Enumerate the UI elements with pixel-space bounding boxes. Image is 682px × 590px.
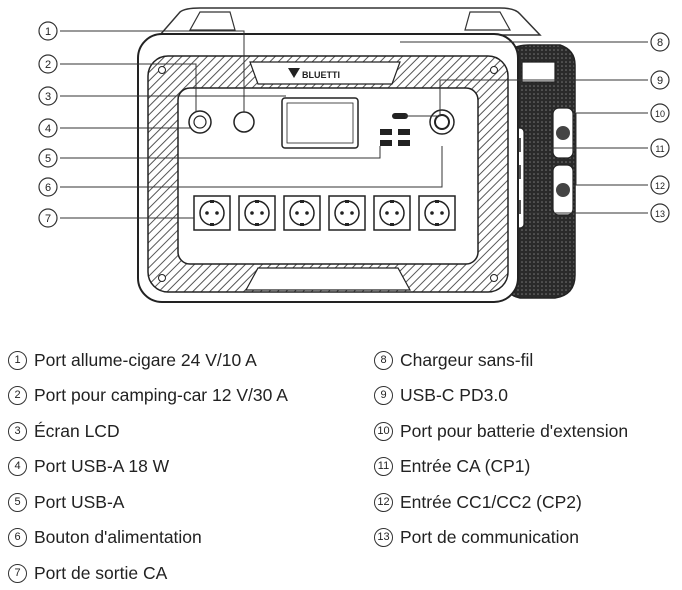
legend-label: Port allume-cigare 24 V/10 A: [34, 350, 257, 370]
legend-label: Entrée CC1/CC2 (CP2): [400, 492, 582, 512]
top-handle: [158, 7, 542, 36]
usb-c-port: [392, 113, 408, 119]
legend-label: Port USB-A 18 W: [34, 456, 170, 476]
callout-number: 10: [655, 109, 665, 119]
legend-item-1: 1 Port allume-cigare 24 V/10 A: [8, 350, 257, 371]
callout-12: 12: [650, 175, 670, 195]
legend-number: 12: [374, 493, 393, 512]
legend-number: 6: [8, 528, 27, 547]
callout-number: 7: [45, 213, 51, 225]
power-button: [429, 109, 455, 135]
callout-number: 6: [45, 182, 51, 194]
legend-number: 9: [374, 386, 393, 405]
ac-outlet: [373, 195, 411, 231]
callout-7: 7: [38, 208, 58, 228]
ac-outlet: [328, 195, 366, 231]
ac-outlet: [238, 195, 276, 231]
legend-label: Chargeur sans-fil: [400, 350, 534, 370]
callout-1: 1: [38, 21, 58, 41]
callout-2: 2: [38, 54, 58, 74]
callout-6: 6: [38, 177, 58, 197]
callout-number: 8: [657, 37, 663, 49]
legend-item-6: 6 Bouton d'alimentation: [8, 527, 202, 548]
rv-port: [233, 111, 255, 133]
cigarette-port: [188, 110, 212, 134]
legend-number: 13: [374, 528, 393, 547]
legend-label: Bouton d'alimentation: [34, 527, 202, 547]
legend-label: Port USB-A: [34, 492, 125, 512]
legend-label: Écran LCD: [34, 421, 120, 441]
legend-label: USB-C PD3.0: [400, 385, 508, 405]
leader-lines: [60, 30, 648, 219]
callout-number: 1: [45, 26, 51, 38]
brand-text: BLUETTI: [302, 70, 340, 80]
legend-label: Port de communication: [400, 527, 579, 547]
legend-item-5: 5 Port USB-A: [8, 492, 124, 513]
brand-logo: BLUETTI: [288, 68, 340, 80]
callout-3: 3: [38, 86, 58, 106]
legend-item-13: 13 Port de communication: [374, 527, 579, 548]
callout-10: 10: [650, 103, 670, 123]
power-station-diagram: BLUETTI 1: [38, 7, 670, 303]
legend: 1 Port allume-cigare 24 V/10 A 2 Port po…: [0, 340, 682, 590]
ac-outlet: [283, 195, 321, 231]
legend-number: 3: [8, 422, 27, 441]
legend-label: Port pour batterie d'extension: [400, 421, 629, 441]
legend-item-11: 11 Entrée CA (CP1): [374, 456, 530, 477]
legend-item-7: 7 Port de sortie CA: [8, 563, 167, 584]
legend-number: 2: [8, 386, 27, 405]
legend-item-8: 8 Chargeur sans-fil: [374, 350, 533, 371]
usb-a-ports: [380, 129, 410, 146]
callout-number: 5: [45, 153, 51, 165]
callout-number: 13: [655, 209, 665, 219]
callout-number: 3: [45, 91, 51, 103]
legend-item-4: 4 Port USB-A 18 W: [8, 456, 169, 477]
legend-number: 7: [8, 564, 27, 583]
callout-11: 11: [650, 138, 670, 158]
callout-number: 4: [45, 123, 51, 135]
lcd-screen: [281, 97, 359, 149]
legend-item-2: 2 Port pour camping-car 12 V/30 A: [8, 385, 288, 406]
callout-number: 12: [655, 181, 665, 191]
ac-outlet: [193, 195, 231, 231]
legend-label: Port pour camping-car 12 V/30 A: [34, 385, 288, 405]
callout-9: 9: [650, 70, 670, 90]
legend-item-3: 3 Écran LCD: [8, 421, 120, 442]
callout-8: 8: [650, 32, 670, 52]
legend-item-10: 10 Port pour batterie d'extension: [374, 421, 628, 442]
ac-outlets: [193, 195, 456, 231]
callout-4: 4: [38, 118, 58, 138]
legend-number: 4: [8, 457, 27, 476]
legend-label: Entrée CA (CP1): [400, 456, 531, 476]
callout-number: 11: [655, 144, 664, 154]
legend-number: 1: [8, 351, 27, 370]
legend-number: 10: [374, 422, 393, 441]
callout-number: 9: [657, 75, 663, 87]
legend-item-9: 9 USB-C PD3.0: [374, 385, 508, 406]
legend-label: Port de sortie CA: [34, 563, 168, 583]
callout-13: 13: [650, 203, 670, 223]
legend-number: 8: [374, 351, 393, 370]
callout-5: 5: [38, 148, 58, 168]
ac-outlet: [418, 195, 456, 231]
callout-number: 2: [45, 59, 51, 71]
legend-number: 11: [374, 457, 393, 476]
legend-item-12: 12 Entrée CC1/CC2 (CP2): [374, 492, 582, 513]
legend-number: 5: [8, 493, 27, 512]
